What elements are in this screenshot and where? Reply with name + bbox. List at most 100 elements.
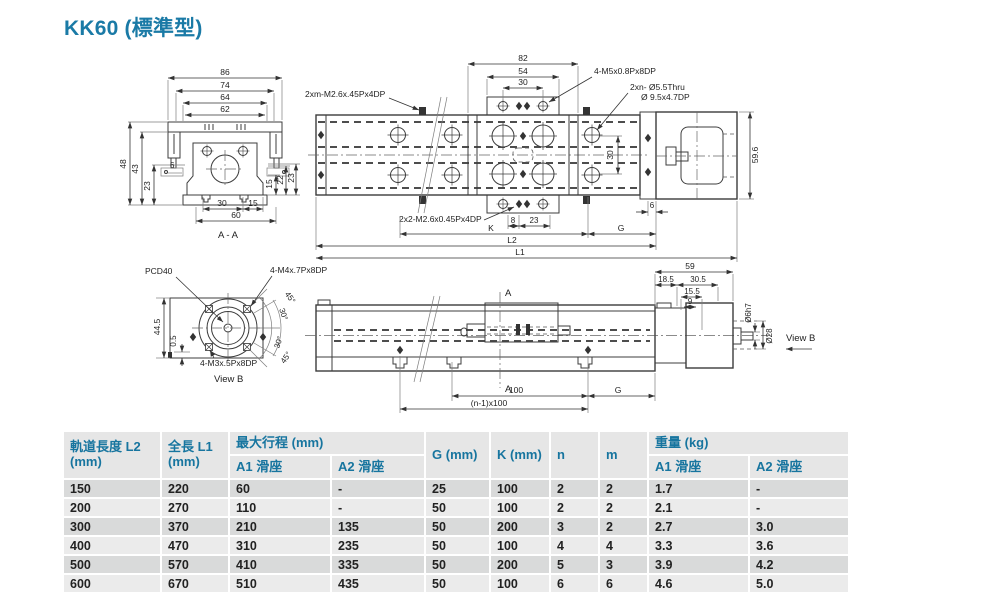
cell-k: 100 bbox=[489, 478, 552, 499]
dim-60-bottom: 60 bbox=[231, 210, 241, 220]
col-header-g: G (mm) bbox=[424, 430, 492, 480]
cell-l1: 370 bbox=[160, 516, 230, 537]
dim-30-5: 30.5 bbox=[690, 275, 706, 284]
cell-weight-a1: 2.1 bbox=[647, 497, 751, 518]
cell-stroke-a1: 510 bbox=[228, 573, 332, 594]
cell-g: 50 bbox=[424, 554, 492, 575]
note-holes-1: 2xn- Ø5.5Thru bbox=[630, 82, 685, 92]
dim-G-plan: G bbox=[618, 223, 625, 233]
dim-82: 82 bbox=[518, 53, 528, 63]
view-aa-caption: A - A bbox=[218, 230, 239, 241]
cell-weight-a1: 1.7 bbox=[647, 478, 751, 499]
note-top-screws: 2xm-M2.6x.45Px4DP bbox=[305, 89, 386, 99]
cell-l2: 150 bbox=[62, 478, 162, 499]
dim-54: 54 bbox=[518, 66, 528, 76]
note-holes-2: Ø 9.5x4.7DP bbox=[641, 92, 690, 102]
dim-18-5: 18.5 bbox=[658, 275, 674, 284]
cell-weight-a2: 4.2 bbox=[748, 554, 851, 575]
cell-weight-a1: 3.9 bbox=[647, 554, 751, 575]
dim-30-top: 30 bbox=[518, 77, 528, 87]
page-title: KK60 (標準型) bbox=[64, 17, 203, 40]
col-header-rail-length-unit: (mm) bbox=[70, 454, 102, 469]
cell-m: 2 bbox=[598, 497, 650, 518]
cell-l1: 220 bbox=[160, 478, 230, 499]
dim-K: K bbox=[488, 223, 494, 233]
col-header-weight-a1: A1 滑座 bbox=[647, 454, 751, 480]
col-header-total-length: 全長 L1(mm) bbox=[160, 430, 230, 480]
cell-stroke-a2: 435 bbox=[329, 573, 427, 594]
cell-weight-a1: 2.7 bbox=[647, 516, 751, 537]
view-aa-drawing: 86 74 64 62 48 43 23 6 15 22 23 bbox=[118, 67, 300, 241]
cell-m: 4 bbox=[598, 535, 650, 556]
cell-stroke-a2: 335 bbox=[329, 554, 427, 575]
dim-43: 43 bbox=[130, 164, 140, 174]
cell-n: 3 bbox=[549, 516, 601, 537]
note-carriage-screws: 4-M5x0.8Px8DP bbox=[594, 66, 656, 76]
col-header-k: K (mm) bbox=[489, 430, 552, 480]
cell-stroke-a1: 410 bbox=[228, 554, 332, 575]
cell-stroke-a1: 60 bbox=[228, 478, 332, 499]
dim-48: 48 bbox=[118, 159, 128, 169]
cell-weight-a1: 3.3 bbox=[647, 535, 751, 556]
cell-l1: 270 bbox=[160, 497, 230, 518]
dim-dia28: Ø28 bbox=[765, 328, 774, 344]
dim-9: 9 bbox=[688, 297, 693, 306]
cell-l2: 400 bbox=[62, 535, 162, 556]
dim-L1: L1 bbox=[515, 247, 525, 257]
dim-59: 59 bbox=[685, 261, 695, 271]
angle-45-upper: 45° bbox=[283, 290, 297, 305]
dim-n1x100: (n-1)x100 bbox=[471, 398, 508, 408]
cell-g: 50 bbox=[424, 535, 492, 556]
cell-g: 50 bbox=[424, 573, 492, 594]
col-header-weight-a2: A2 滑座 bbox=[748, 454, 851, 480]
dim-62: 62 bbox=[220, 104, 230, 114]
angle-30-upper: 30° bbox=[277, 307, 289, 321]
angle-45-lower: 45° bbox=[279, 350, 293, 365]
cell-l1: 670 bbox=[160, 573, 230, 594]
cell-k: 200 bbox=[489, 554, 552, 575]
cell-stroke-a1: 310 bbox=[228, 535, 332, 556]
dim-23-left: 23 bbox=[142, 181, 152, 191]
cell-l2: 500 bbox=[62, 554, 162, 575]
dim-86: 86 bbox=[220, 67, 230, 77]
cell-n: 6 bbox=[549, 573, 601, 594]
cell-stroke-a2: 135 bbox=[329, 516, 427, 537]
cell-weight-a2: 5.0 bbox=[748, 573, 851, 594]
cell-stroke-a2: - bbox=[329, 497, 427, 518]
cell-l1: 470 bbox=[160, 535, 230, 556]
spec-table: 軌道長度 L2(mm) 全長 L1(mm) 最大行程 (mm) G (mm) K… bbox=[62, 430, 851, 594]
dim-G-side: G bbox=[615, 385, 622, 395]
col-header-m: m bbox=[598, 430, 650, 480]
cell-weight-a1: 4.6 bbox=[647, 573, 751, 594]
cell-n: 2 bbox=[549, 478, 601, 499]
col-header-stroke-a2: A2 滑座 bbox=[329, 454, 427, 480]
cell-g: 50 bbox=[424, 516, 492, 537]
note-pcd40: PCD40 bbox=[145, 266, 173, 276]
technical-drawing: 86 74 64 62 48 43 23 6 15 22 23 bbox=[118, 53, 815, 413]
cell-stroke-a1: 110 bbox=[228, 497, 332, 518]
col-header-rail-length-text: 軌道長度 L2 bbox=[70, 439, 141, 455]
cell-k: 100 bbox=[489, 535, 552, 556]
cell-weight-a2: - bbox=[748, 478, 851, 499]
dim-15-5: 15.5 bbox=[684, 287, 700, 296]
col-header-n: n bbox=[549, 430, 601, 480]
note-m4: 4-M4x.7Px8DP bbox=[270, 265, 327, 275]
cell-m: 2 bbox=[598, 478, 650, 499]
cell-n: 5 bbox=[549, 554, 601, 575]
cell-l2: 200 bbox=[62, 497, 162, 518]
cell-n: 2 bbox=[549, 497, 601, 518]
cell-l2: 600 bbox=[62, 573, 162, 594]
col-header-total-length-unit: (mm) bbox=[168, 454, 200, 469]
dim-30-bottom: 30 bbox=[217, 198, 227, 208]
dim-L2: L2 bbox=[507, 235, 517, 245]
dim-23: 23 bbox=[530, 216, 539, 225]
dim-dia6h7: Ø6h7 bbox=[744, 303, 753, 323]
angle-30-lower: 30° bbox=[272, 335, 284, 349]
cell-stroke-a2: - bbox=[329, 478, 427, 499]
col-header-weight: 重量 (kg) bbox=[647, 430, 851, 456]
